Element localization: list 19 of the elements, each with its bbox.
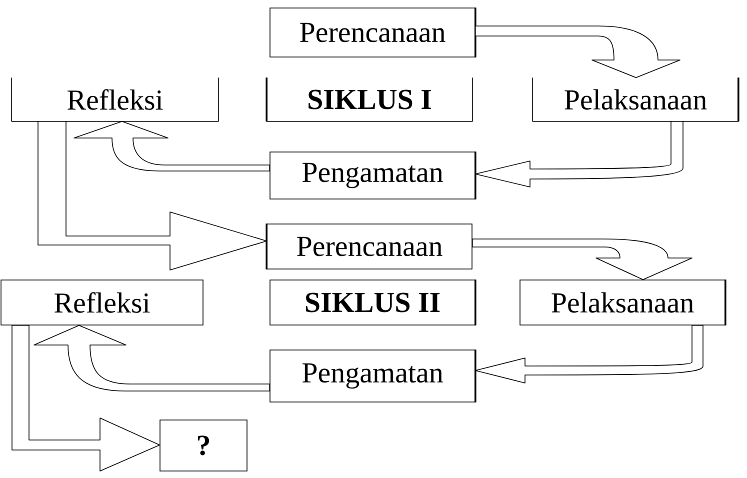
block-arrow (475, 26, 680, 78)
process-box: Perencanaan (270, 8, 476, 58)
block-arrow (74, 121, 270, 172)
process-box: Refleksi (0, 280, 204, 326)
process-box: Pelaksanaan (532, 77, 740, 122)
process-box: Perencanaan (266, 224, 472, 270)
process-box: Pelaksanaan (520, 280, 726, 326)
block-arrow (34, 325, 270, 392)
block-arrow (472, 238, 692, 280)
block-arrow (38, 121, 267, 270)
heading-box: SIKLUS I (266, 77, 473, 122)
block-arrow (12, 325, 160, 472)
question-box: ? (160, 420, 248, 472)
process-box: Pengamatan (270, 350, 476, 402)
process-box: Pengamatan (270, 152, 476, 200)
heading-box: SIKLUS II (270, 280, 476, 326)
process-box: Refleksi (11, 77, 219, 122)
block-arrow (475, 121, 684, 188)
block-arrow (475, 325, 704, 384)
